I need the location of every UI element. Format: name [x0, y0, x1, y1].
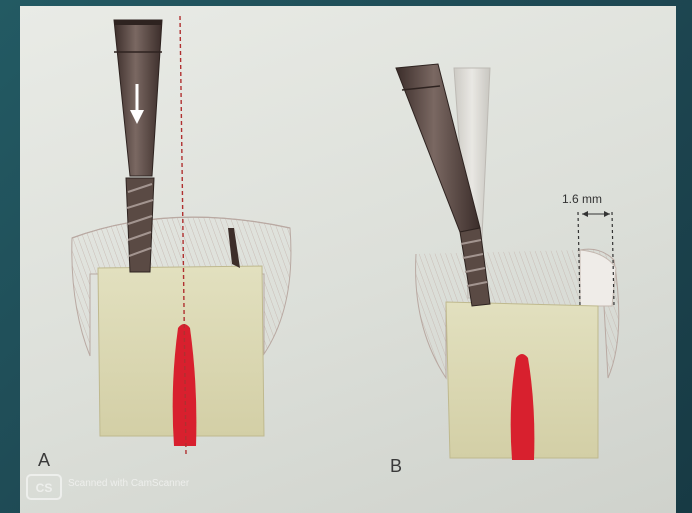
dental-illustration-photo: A B 1.6 mm CS Scanned with CamScanner [20, 6, 676, 513]
camscanner-logo-icon: CS [26, 474, 62, 500]
watermark-text: Scanned with CamScanner [68, 478, 189, 489]
panel-b-tooth [416, 249, 619, 460]
panel-a-tooth [72, 217, 291, 446]
tooth-preparation-diagram [20, 6, 676, 513]
measurement-label: 1.6 mm [562, 192, 602, 206]
camscanner-watermark: CS Scanned with CamScanner [26, 474, 226, 504]
panel-b-label: B [390, 456, 402, 477]
svg-text:CS: CS [36, 481, 53, 495]
panel-a-label: A [38, 450, 50, 471]
